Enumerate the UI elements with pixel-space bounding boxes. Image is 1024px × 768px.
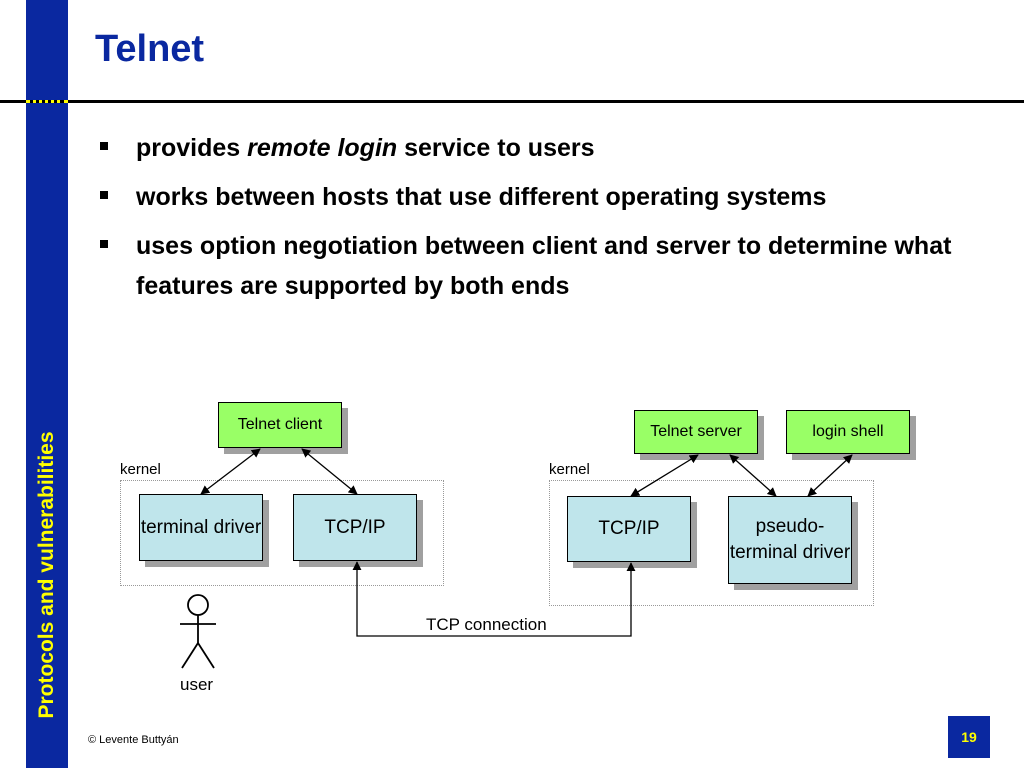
- telnet-client-box: Telnet client: [218, 402, 342, 448]
- server-tcpip-box: TCP/IP: [567, 496, 691, 562]
- server-tcpip-label: TCP/IP: [598, 518, 660, 539]
- terminal-driver-label: terminal driver: [140, 516, 262, 538]
- client-tcpip-label: TCP/IP: [324, 516, 386, 538]
- arrow-client-terminal: [200, 448, 261, 495]
- telnet-server-label: Telnet server: [650, 423, 742, 440]
- client-kernel-zone: [120, 480, 444, 586]
- bullet-item: works between hosts that use different o…: [100, 177, 1000, 217]
- arrow-client-tcpip: [301, 448, 358, 495]
- page-number: 19: [948, 716, 990, 758]
- arrow-server-tcpip: [630, 454, 699, 497]
- pseudo-terminal-label: pseudo-terminal driver: [729, 516, 851, 563]
- bullet-list: provides remote login service to users w…: [100, 128, 1000, 315]
- bullet-item: uses option negotiation between client a…: [100, 226, 1000, 306]
- user-label: user: [180, 675, 214, 694]
- bullet-1-suffix: service to users: [397, 134, 595, 162]
- client-kernel-label: kernel: [120, 461, 161, 478]
- tcp-connection-line: [352, 561, 636, 637]
- title-rule: [0, 100, 1024, 103]
- page-number-text: 19: [961, 729, 977, 745]
- bullet-item: provides remote login service to users: [100, 128, 1000, 168]
- login-shell-box: login shell: [786, 410, 910, 454]
- arrow-server-pseudo: [729, 454, 777, 497]
- pseudo-terminal-box: pseudo-terminal driver: [728, 496, 852, 584]
- slide-title: Telnet: [95, 28, 205, 70]
- sidebar-band: [26, 0, 68, 768]
- server-kernel-zone: [549, 480, 874, 606]
- telnet-server-box: Telnet server: [634, 410, 758, 454]
- bullet-1-emphasis: remote login: [247, 134, 398, 162]
- user-figure: [180, 594, 216, 669]
- tcp-connection-label: TCP connection: [426, 615, 547, 634]
- arrow-shell-pseudo: [807, 454, 853, 497]
- footer-copyright: © Levente Buttyán: [88, 734, 179, 746]
- bullet-1-prefix: provides: [136, 134, 248, 162]
- server-kernel-label: kernel: [549, 461, 590, 478]
- telnet-client-label: Telnet client: [237, 416, 323, 433]
- login-shell-label: login shell: [812, 423, 884, 440]
- title-rule-dots: [26, 100, 68, 103]
